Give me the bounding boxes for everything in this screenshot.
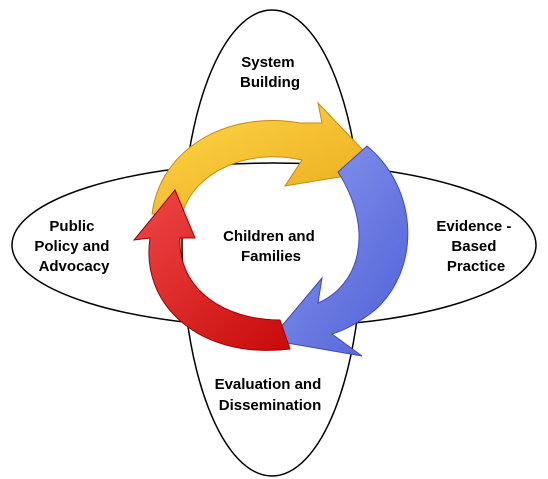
right-label-line: Practice [447, 258, 505, 275]
bottom-label: Evaluation and Dissemination [215, 376, 326, 414]
yellow-cycle-arrow [151, 101, 384, 215]
red-cycle-arrow [132, 189, 291, 351]
right-label: Evidence - Based Practice [436, 218, 515, 275]
center-label-line: Families [241, 248, 301, 265]
top-label: System Building [240, 54, 300, 91]
center-label-line: Children and [223, 228, 315, 245]
bottom-label-line: Dissemination [219, 397, 322, 414]
bottom-label-line: Evaluation and [215, 376, 322, 393]
left-label-line: Policy and [34, 238, 109, 255]
left-label-line: Advocacy [39, 258, 111, 275]
right-label-line: Evidence - [436, 218, 511, 235]
blue-cycle-arrow [269, 145, 409, 357]
left-label-line: Public [49, 218, 94, 235]
center-label: Children and Families [223, 228, 319, 265]
top-label-line: System [241, 54, 294, 71]
right-label-line: Based [451, 238, 496, 255]
left-label: Public Policy and Advocacy [34, 218, 113, 275]
top-label-line: Building [240, 74, 300, 91]
